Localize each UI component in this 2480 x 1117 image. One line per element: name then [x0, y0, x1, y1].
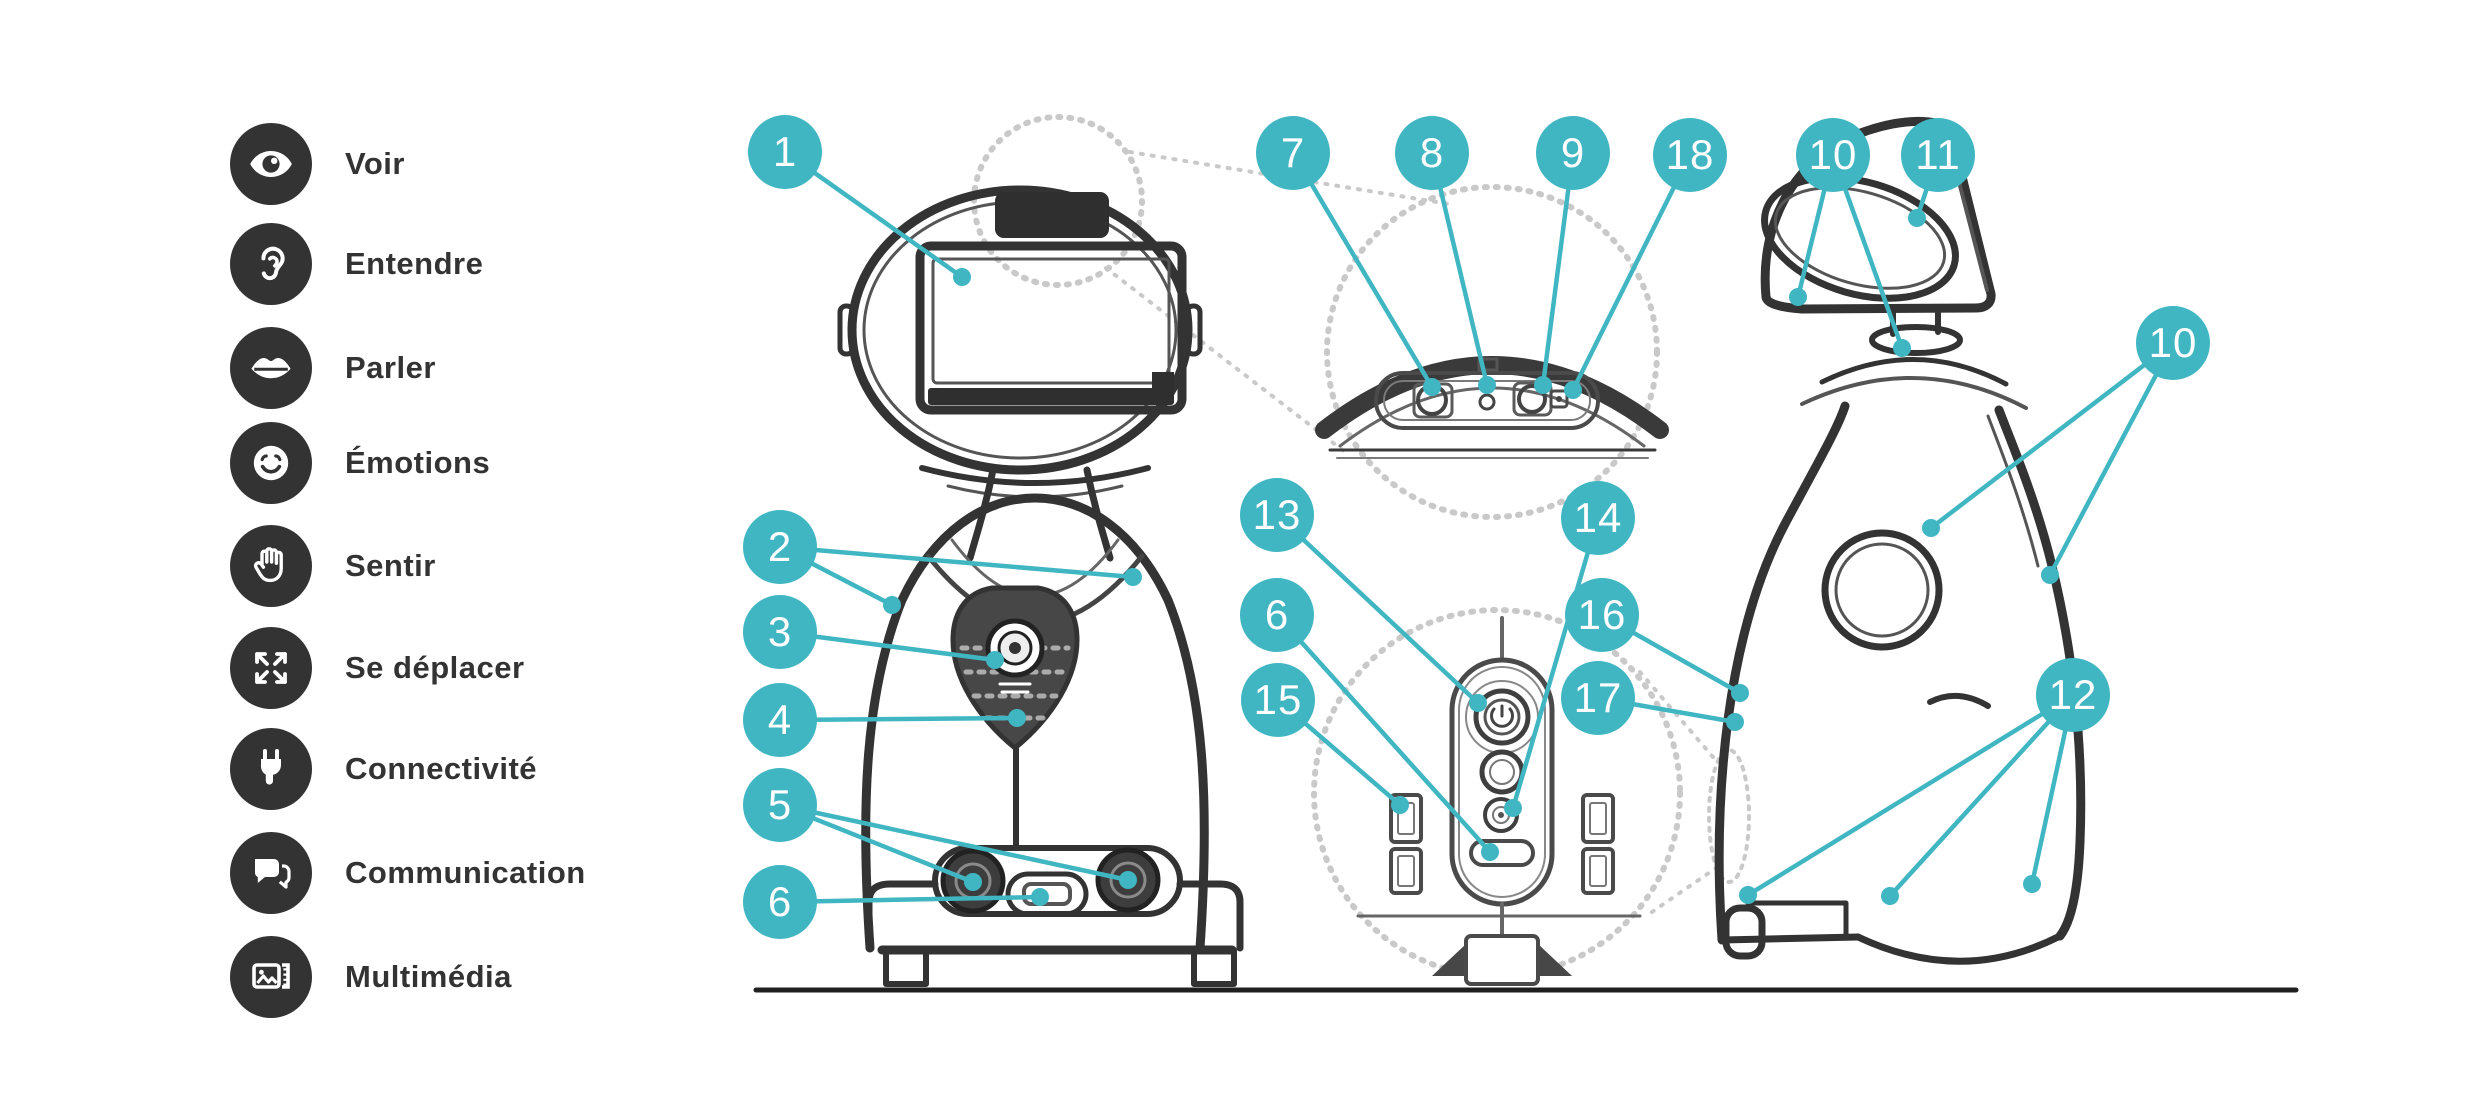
zoom-connector-line — [1650, 866, 1718, 914]
usb-port — [1389, 793, 1423, 844]
sensor-slot — [1374, 371, 1600, 430]
chin-arc — [919, 465, 1151, 486]
legend-label: Entendre — [345, 246, 484, 281]
base-frame-left — [865, 880, 939, 952]
legend-label: Communication — [345, 855, 586, 890]
legend-item-connectivite: Connectivité — [230, 727, 537, 811]
legend-item-entendre: Entendre — [230, 222, 483, 306]
usb-port — [1581, 847, 1615, 895]
rear-foot — [1722, 904, 1766, 960]
io-slot — [1469, 839, 1535, 867]
legend-label: Se déplacer — [345, 650, 525, 685]
callout-15: 15 — [1241, 663, 1315, 737]
callout-10-top: 10 — [1796, 118, 1870, 192]
legend-item-communication: Communication — [230, 831, 586, 915]
zoom-circle-head-top — [1324, 184, 1660, 520]
face-screen — [915, 241, 1187, 415]
lips-icon — [230, 327, 312, 409]
legend-label: Sentir — [345, 548, 436, 583]
rear-handle-seam — [1927, 693, 1991, 709]
callout-12: 12 — [2036, 658, 2110, 732]
head-camera-bar — [995, 192, 1109, 238]
usb-port — [1389, 847, 1423, 895]
leader-lines — [777, 149, 2176, 906]
neck-ring — [1869, 324, 1963, 356]
dock-contact — [1464, 934, 1540, 986]
rear-head-shell-opening — [1761, 174, 1959, 302]
callout-8: 8 — [1395, 116, 1469, 190]
callout-2: 2 — [743, 510, 817, 584]
plug-icon — [230, 728, 312, 810]
zoom-connector-line — [1104, 266, 1347, 454]
callout-7: 7 — [1256, 116, 1330, 190]
callout-11: 11 — [1901, 118, 1975, 192]
base-center-port — [1005, 871, 1089, 917]
head-side-nub-left — [837, 303, 856, 357]
callout-14: 14 — [1561, 481, 1635, 555]
multimedia-icon — [230, 936, 312, 1018]
hand-icon — [230, 525, 312, 607]
rear-bumper — [1854, 932, 2064, 965]
base-foot-left — [883, 947, 929, 987]
connector-panel — [1449, 657, 1555, 907]
callout-13: 13 — [1240, 478, 1314, 552]
rear-view-drawing — [1714, 116, 2086, 965]
head-top-detail-drawing — [1315, 356, 1669, 459]
callout-9: 9 — [1536, 116, 1610, 190]
legend-item-sentir: Sentir — [230, 524, 436, 608]
legend-label: Connectivité — [345, 751, 538, 786]
callout-18: 18 — [1653, 118, 1727, 192]
callout-5: 5 — [743, 768, 817, 842]
chat-bubbles-icon — [230, 832, 312, 914]
shoulder-arc — [1819, 357, 2009, 387]
callout-1: 1 — [748, 115, 822, 189]
charge-port-round — [1479, 749, 1525, 795]
legend-label: Multimédia — [345, 959, 512, 994]
legend-label: Parler — [345, 350, 436, 385]
rear-panel-detail-drawing — [1356, 616, 1642, 986]
zoom-circle-head-small — [971, 114, 1145, 288]
callout-6-front: 6 — [743, 865, 817, 939]
legend-item-parler: Parler — [230, 326, 436, 410]
rear-panel-location-outline — [1707, 748, 1751, 884]
legend-label: Émotions — [345, 445, 491, 480]
leader-dots — [883, 209, 2059, 906]
camera-3d-right — [1517, 384, 1547, 414]
callout-10-side: 10 — [2136, 306, 2210, 380]
legend-item-emotions: Émotions — [230, 421, 490, 505]
callout-17: 17 — [1561, 661, 1635, 735]
callout-3: 3 — [743, 595, 817, 669]
eye-icon — [230, 123, 312, 205]
base-foot-right — [1191, 947, 1237, 987]
base-frame-right — [1176, 880, 1244, 952]
usb-port — [1581, 793, 1615, 844]
callout-16: 16 — [1565, 578, 1639, 652]
legend-item-voir: Voir — [230, 122, 405, 206]
legend-item-multimedia: Multimédia — [230, 935, 512, 1019]
neck-line — [966, 466, 997, 562]
power-button — [1473, 688, 1531, 746]
head-side-nub-right — [1184, 303, 1203, 357]
mic-hole — [1478, 393, 1496, 411]
rear-speaker — [1821, 529, 1943, 651]
rear-body-left-edge — [1714, 401, 1850, 945]
front-view-drawing — [837, 185, 1244, 987]
indicator-window — [1549, 389, 1569, 409]
callout-6-rear: 6 — [1240, 578, 1314, 652]
move-arrows-icon — [230, 627, 312, 709]
zoom-connector-line — [1638, 670, 1715, 759]
smiley-icon — [230, 422, 312, 504]
legend-label: Voir — [345, 146, 405, 181]
legend-item-se-deplacer: Se déplacer — [230, 626, 525, 710]
head-top-arc — [1315, 356, 1669, 439]
ear-icon — [230, 223, 312, 305]
callout-4: 4 — [743, 683, 817, 757]
